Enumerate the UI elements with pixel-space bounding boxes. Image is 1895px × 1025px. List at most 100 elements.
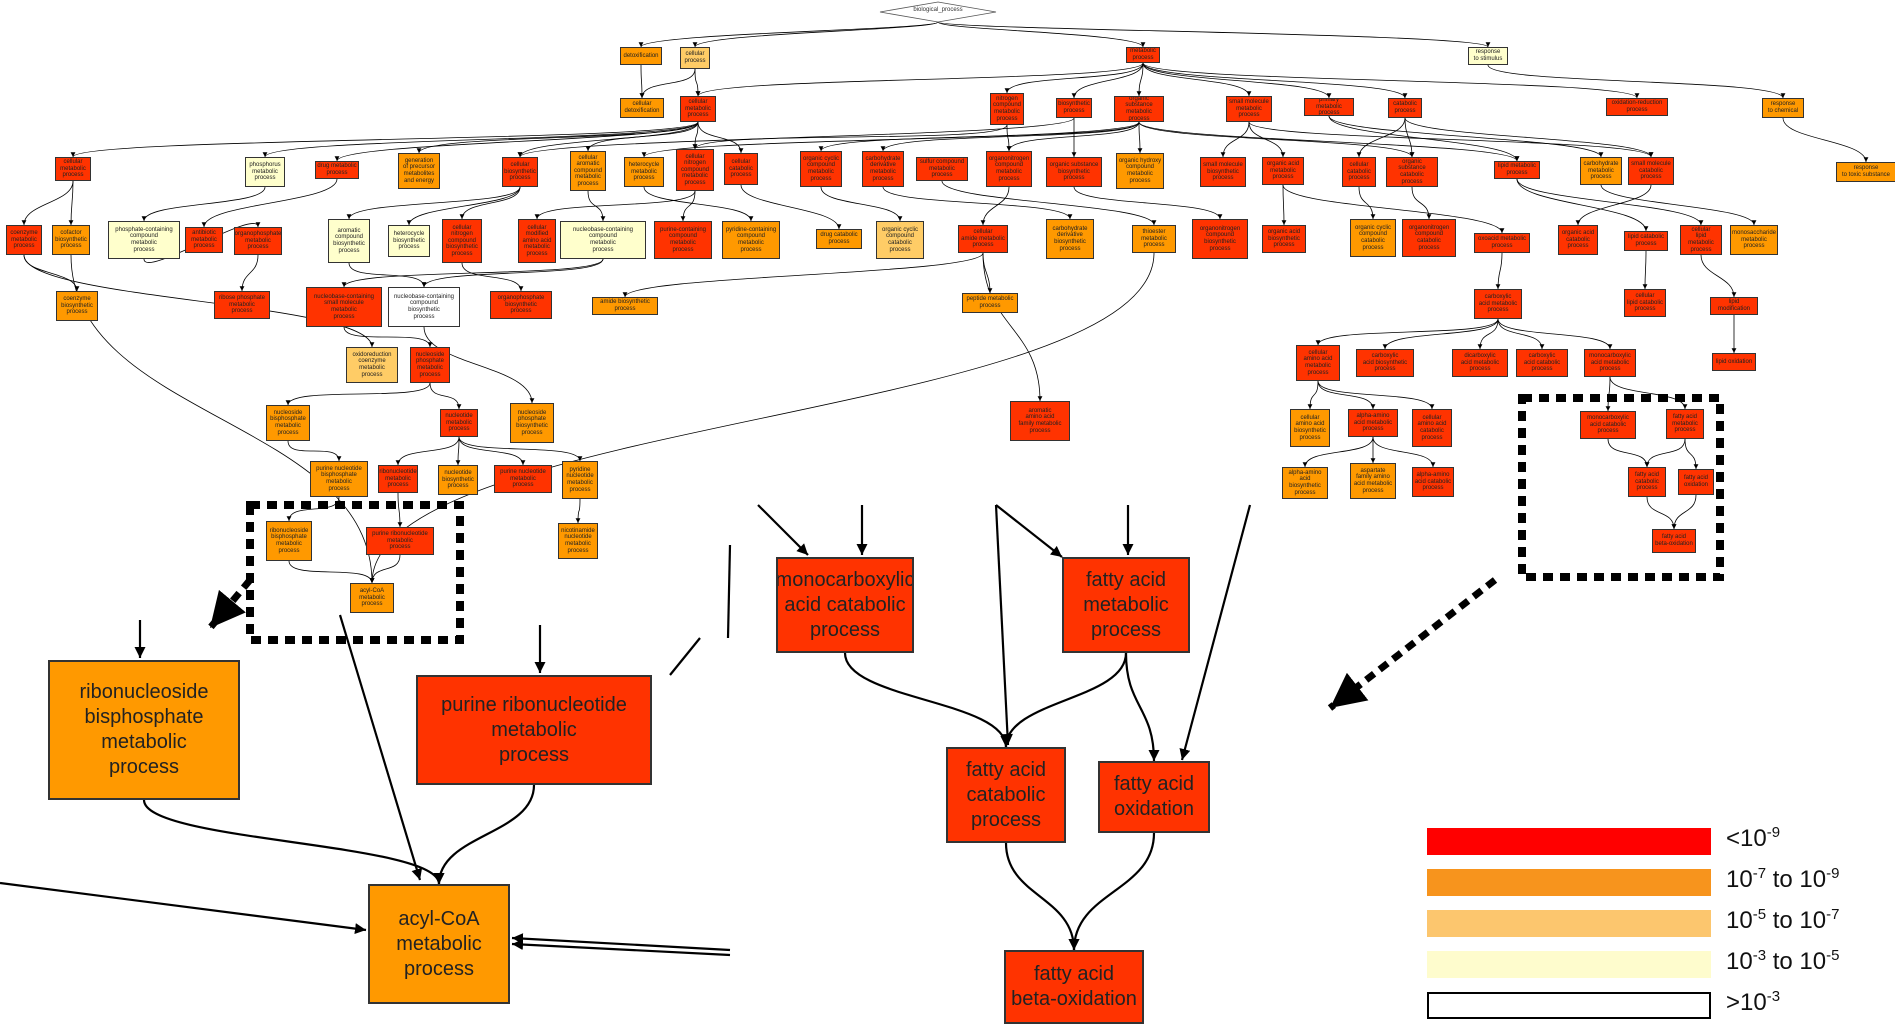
node-small-mol-catabolic: small molecule catabolic process: [1628, 157, 1674, 185]
node-label: organonitrogen compound metabolic proces…: [988, 155, 1030, 182]
edge: [286, 496, 340, 522]
node-carbohydrate-metabolic: carbohydrate metabolic process: [1580, 157, 1622, 185]
edge: [1600, 184, 1757, 226]
edge: [429, 382, 462, 410]
node-label: organonitrogen compound catabolic proces…: [1408, 224, 1450, 251]
edge: [262, 121, 699, 158]
node-organic-cyclic: organic cyclic compound metabolic proces…: [800, 151, 842, 187]
node-label: cellular amide metabolic process: [961, 229, 1005, 249]
node-label: purine-containing compound metabolic pro…: [659, 226, 707, 253]
node-label: small molecule metabolic process: [1229, 99, 1269, 119]
node-label: pyridine nucleotide metabolic process: [566, 466, 594, 493]
node-label: organonitrogen compound biosynthetic pro…: [1199, 225, 1241, 252]
edge: [517, 121, 699, 158]
node-label: cellular modified amino acid metabolic p…: [522, 224, 552, 257]
edge: [346, 186, 521, 220]
edge: [68, 180, 74, 226]
node-metabolic: metabolic process: [1126, 47, 1160, 63]
node-cell-catabolic2: cellular catabolic process: [1342, 157, 1376, 187]
node-label: cellular metabolic process: [685, 99, 711, 119]
edge: [695, 62, 1144, 97]
node-big-acyl-coa: acyl-CoA metabolic process: [368, 884, 510, 1004]
edge: [416, 121, 699, 154]
node-big-fatty-acid-oxidation: fatty acid oxidation: [1098, 761, 1210, 833]
edge: [1782, 117, 1869, 163]
node-alpha-amino-biosynth: alpha-amino acid biosynthetic process: [1282, 467, 1328, 499]
edge: [1487, 64, 1786, 99]
node-label: ribonucleotide metabolic process: [379, 469, 417, 489]
legend-text: 10: [1726, 907, 1753, 934]
legend-swatch: [1427, 951, 1711, 978]
edge: [1307, 380, 1319, 410]
node-label: lipid oxidation: [1715, 358, 1753, 365]
node-nitrogen-compound: nitrogen compound metabolic process: [990, 93, 1024, 125]
node-label: organic cyclic compound metabolic proces…: [802, 155, 839, 182]
node-label: nucleoside phosphate metabolic process: [415, 351, 445, 378]
edge: [397, 492, 403, 528]
node-label: nucleobase-containing small molecule met…: [313, 293, 375, 320]
node-org-sub-biosynth: organic substance biosynthetic process: [1046, 157, 1102, 187]
edge: [1516, 178, 1704, 226]
node-carboxylic-catabolic: carboxylic acid catabolic process: [1516, 349, 1568, 377]
edge: [1006, 124, 1012, 152]
edge: [1179, 504, 1252, 761]
edge: [406, 186, 521, 226]
legend-text: >10: [1726, 989, 1767, 1016]
node-nucleoside-phosphate-biosynth: nucleoside phosphate biosynthetic proces…: [510, 403, 554, 443]
node-nucleotide-biosynth: nucleotide biosynthetic process: [438, 465, 478, 495]
node-primary-metabolic: primary metabolic process: [1304, 98, 1354, 116]
edge: [1477, 318, 1499, 350]
edge: [433, 784, 536, 885]
node-purine-nucleotide-bis: purine nucleotide bisphosphate metabolic…: [310, 461, 368, 497]
node-label: purine nucleotide metabolic process: [500, 469, 546, 489]
edge: [641, 121, 1140, 158]
node-label: nicotinamide nucleotide metabolic proces…: [561, 527, 595, 554]
node-label: drug metabolic process: [317, 163, 357, 176]
edge: [843, 652, 1012, 748]
node-cell-amino-acid: cellular amino acid metabolic process: [1296, 345, 1340, 381]
edge: [982, 252, 993, 294]
node-label: primary metabolic process: [1316, 98, 1342, 116]
node-label: phosphorus metabolic process: [249, 162, 281, 182]
edge: [1328, 115, 1520, 162]
legend-label: 10-3 to 10-5: [1726, 947, 1839, 976]
node-label: alpha-amino acid biosynthetic process: [1288, 469, 1322, 496]
node-label: purine ribonucleotide metabolic process: [372, 531, 428, 551]
node-label: response to toxic substance: [1841, 165, 1891, 178]
node-oxidation-reduction: oxidation-reduction process: [1606, 98, 1668, 116]
node-label: cellular nitrogen compound metabolic pro…: [680, 153, 710, 186]
edge: [1315, 318, 1499, 346]
node-organic-substance: organic substance metabolic process: [1114, 96, 1164, 122]
edge: [982, 252, 1043, 402]
node-organophosphate: organophosphate metabolic process: [234, 227, 282, 255]
node-drug-metabolic: drug metabolic process: [315, 161, 359, 179]
node-purine-nucleotide: purine nucleotide metabolic process: [494, 465, 552, 493]
edge: [980, 186, 1010, 226]
node-label: heterocycle metabolic process: [628, 162, 660, 182]
edge: [692, 21, 939, 48]
legend-exponent: -9: [1766, 824, 1781, 841]
node-label: organic cyclic compound catabolic proces…: [881, 226, 918, 253]
node-label: cellular process: [684, 51, 706, 64]
node-label: nitrogen compound metabolic process: [992, 95, 1022, 122]
node-cell-biosynthetic: cellular biosynthetic process: [502, 157, 538, 187]
node-big-purine-ribonucleotide: purine ribonucleotide metabolic process: [416, 675, 652, 785]
edge: [334, 121, 699, 162]
edge: [694, 68, 701, 97]
node-cell-catabolic: cellular catabolic process: [724, 153, 758, 185]
node-label: cellular catabolic process: [1347, 162, 1371, 182]
node-org-cyclic-catabolic: organic cyclic compound catabolic proces…: [876, 221, 924, 259]
node-label: purine nucleotide bisphosphate metabolic…: [316, 465, 362, 492]
node-cell-lipid-catabolic: cellular lipid catabolic process: [1624, 289, 1666, 317]
legend-label: 10-5 to 10-7: [1726, 906, 1839, 935]
edge: [1004, 62, 1144, 94]
node-label: cellular nitrogen compound biosynthetic …: [446, 224, 478, 257]
node-label: generation of precursor metabolites and …: [402, 157, 435, 184]
node-label: aromatic compound biosynthetic process: [333, 227, 365, 254]
node-label: lipid catabolic process: [1627, 234, 1665, 247]
node-phosphate-containing: phosphate-containing compound metabolic …: [108, 221, 180, 259]
edge: [461, 262, 524, 292]
node-ribonucleotide: ribonucleotide metabolic process: [378, 465, 418, 493]
edge: [1644, 438, 1686, 468]
node-monocarboxylic-metabolic: monocarboxylic acid metabolic process: [1584, 349, 1636, 377]
